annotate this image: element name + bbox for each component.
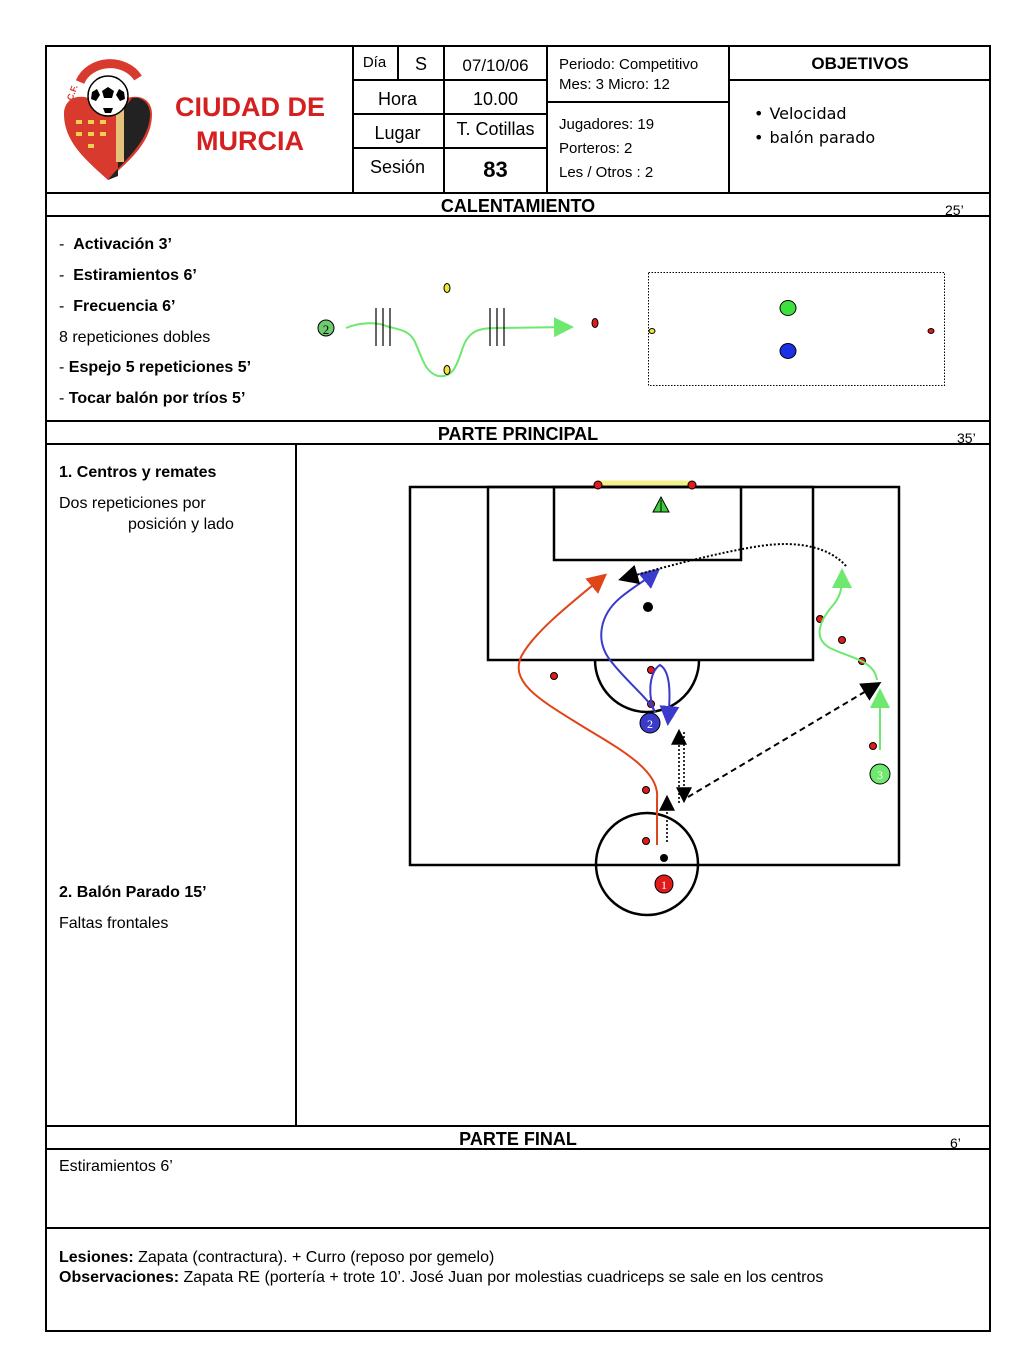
warmup-item-prefix: - [59, 267, 74, 284]
parte-final-time: 6’ [950, 1135, 961, 1151]
sesion-value: 83 [483, 157, 508, 182]
cone-red [591, 318, 599, 328]
ball [643, 602, 653, 612]
warmup-frequency-diagram: 2 [317, 283, 599, 378]
jugadores-text: Jugadores: 19 [559, 116, 655, 133]
warmup-item: - Frecuencia 6’ [59, 298, 176, 316]
hurdles-left [375, 308, 391, 346]
dia-value: S [414, 54, 427, 74]
objetivo-item: Velocidad [754, 102, 875, 126]
warmup-item-prefix: - [59, 236, 74, 253]
warmup-item-prefix: - [59, 298, 74, 315]
objetivos-title: OBJETIVOS [811, 54, 909, 73]
hora-value: 10.00 [472, 89, 519, 109]
hora-label: Hora [377, 89, 417, 109]
run-path-orange [517, 573, 659, 845]
parte-final-title: PARTE FINAL [459, 1129, 577, 1149]
crossing-drill-diagram: 1 2 3 [408, 480, 901, 917]
run-path-blue [600, 568, 661, 713]
lugar-label: Lugar [374, 123, 421, 143]
warmup-item: - Espejo 5 repeticiones 5’ [59, 359, 251, 377]
observaciones-text: Zapata RE (portería + trote 10’. José Ju… [179, 1269, 824, 1286]
warmup-player [317, 319, 335, 337]
parte-principal-title: PARTE PRINCIPAL [437, 424, 599, 444]
calentamiento-time: 25’ [945, 202, 964, 218]
player-3-label: 3 [877, 768, 883, 782]
player-3 [869, 763, 891, 785]
exercise1-desc-line2: posición y lado [128, 516, 234, 533]
les-otros-text: Les / Otros : 2 [559, 164, 654, 181]
exercise1-title: 1. Centros y remates [59, 464, 217, 481]
warmup-item: - Activación 3’ [59, 236, 172, 254]
exercise2-title: 2. Balón Parado 15’ [59, 884, 207, 901]
pass-diagonal [687, 681, 882, 798]
lesiones-text: Zapata (contractura). + Curro (reposo po… [133, 1249, 495, 1266]
calentamiento-title: CALENTAMIENTO [440, 196, 596, 216]
periodo-text: Periodo: Competitivo [559, 56, 699, 73]
cones-red [550, 615, 877, 845]
objetivos-list: Velocidad balón parado [754, 102, 875, 150]
warmup-item-text: Frecuencia 6’ [73, 298, 176, 315]
parte-principal-time: 35’ [957, 430, 976, 446]
goal-post [593, 480, 603, 490]
warmup-item-text: Estiramientos 6’ [73, 267, 197, 284]
club-name: CIUDAD DE MURCIA [160, 90, 340, 158]
club-logo: C.F. [56, 56, 160, 184]
warmup-player-label: 2 [323, 322, 330, 337]
club-name-line2: MURCIA [196, 126, 304, 156]
goal-post [687, 480, 697, 490]
cone-yellow [443, 283, 451, 293]
warmup-run-path [345, 317, 574, 378]
hurdles-right [489, 308, 505, 346]
warmup-mirror-diagram [648, 272, 945, 386]
club-name-line1: CIUDAD DE [174, 92, 325, 122]
player-2-label: 2 [647, 717, 653, 731]
warmup-item-prefix: - [59, 390, 69, 407]
lugar-value: T. Cotillas [456, 119, 535, 139]
exercise2-desc: Faltas frontales [59, 915, 169, 932]
warmup-item: 8 repeticiones dobles [59, 329, 210, 347]
mes-micro-text: Mes: 3 Micro: 12 [559, 76, 670, 93]
cone-yellow [648, 328, 656, 334]
sesion-label: Sesión [369, 157, 426, 177]
run-path-blue-short [649, 663, 680, 726]
session-date: 07/10/06 [462, 56, 529, 75]
porteros-text: Porteros: 2 [559, 140, 633, 157]
player-1-label: 1 [661, 878, 667, 892]
pitch-lines [408, 485, 901, 917]
lesiones-line: Lesiones: Zapata (contractura). + Curro … [59, 1249, 494, 1267]
cone-yellow [443, 365, 451, 375]
observaciones-label: Observaciones: [59, 1269, 180, 1286]
mirror-area [648, 272, 945, 386]
run-path-green-curve [818, 568, 878, 681]
parte-final-text: Estiramientos 6’ [59, 1158, 173, 1175]
warmup-item-text: Activación 3’ [73, 236, 172, 253]
exercise1-desc-line1: Dos repeticiones por [59, 495, 206, 512]
cone-red [927, 328, 935, 334]
cross-pass [618, 543, 847, 585]
player-1 [654, 874, 674, 894]
lesiones-label: Lesiones: [59, 1249, 134, 1266]
ball [660, 854, 668, 862]
warmup-item: - Tocar balón por tríos 5’ [59, 390, 245, 408]
warmup-item-prefix: - [59, 359, 69, 376]
warmup-item-text: Espejo 5 repeticiones 5’ [68, 359, 252, 376]
warmup-item: - Estiramientos 6’ [59, 267, 197, 285]
objetivo-item: balón parado [754, 126, 875, 150]
observaciones-line: Observaciones: Zapata RE (portería + tro… [59, 1269, 823, 1287]
warmup-item-text: 8 repeticiones dobles [59, 329, 211, 346]
player-blue [779, 343, 797, 359]
warmup-item-text: Tocar balón por tríos 5’ [68, 390, 246, 407]
player-2 [639, 712, 661, 734]
dia-label: Día [362, 54, 387, 71]
player-green [779, 300, 797, 316]
